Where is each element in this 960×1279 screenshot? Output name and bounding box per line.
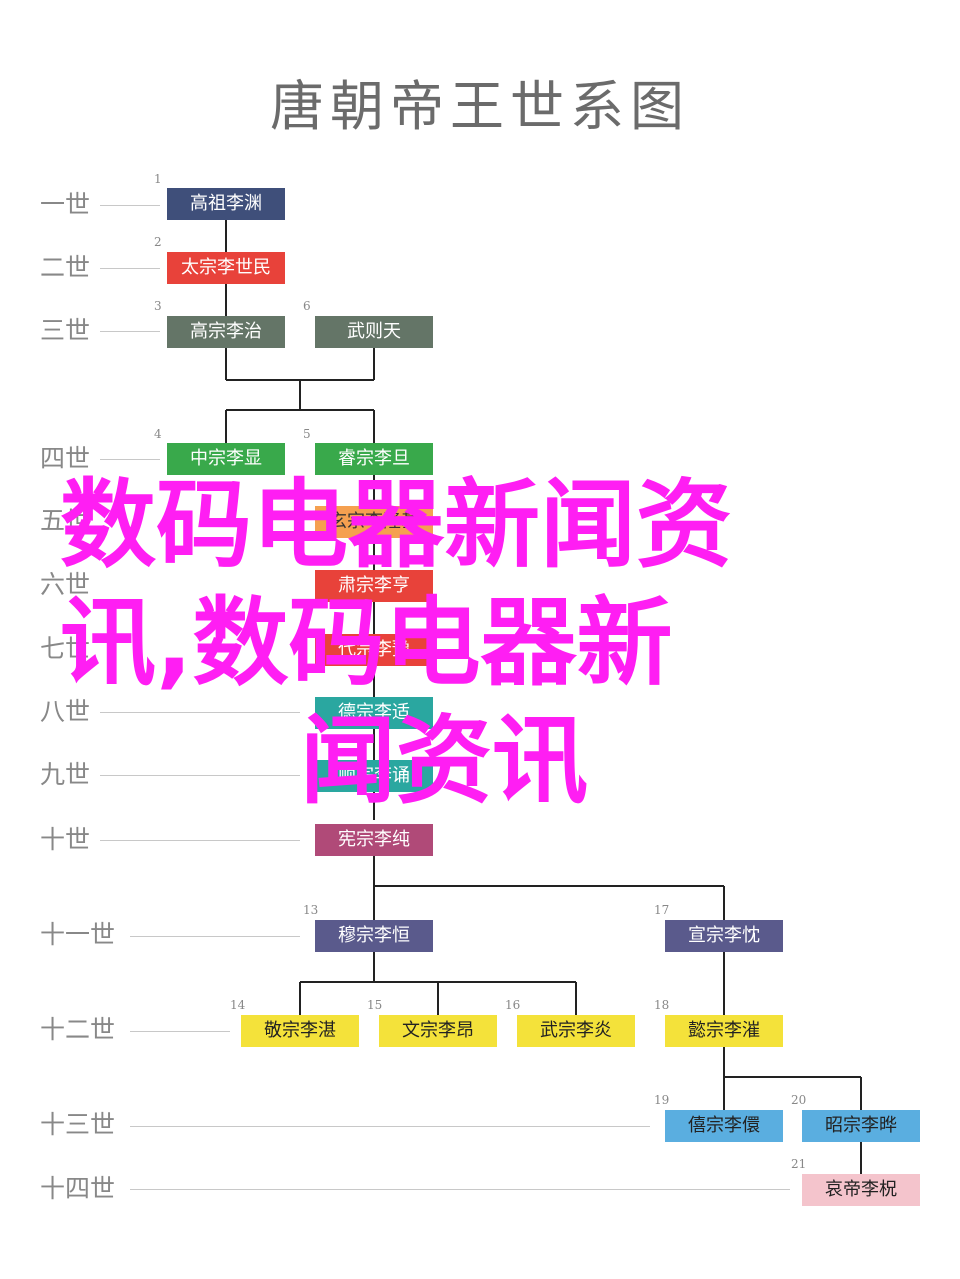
emperor-number: 1 <box>154 172 162 186</box>
emperor-number: 19 <box>654 1093 670 1107</box>
page-title: 唐朝帝王世系图 <box>270 75 690 138</box>
generation-line <box>130 936 300 937</box>
generation-label: 二世 <box>40 253 91 282</box>
emperor-box-wuzetian: 武则天 <box>315 316 433 348</box>
generation-line <box>100 459 160 460</box>
emperor-box-wenzong: 文宗李昂 <box>379 1015 497 1047</box>
emperor-box-shunzong: 顺宗李诵 <box>315 760 433 792</box>
emperor-number: 20 <box>791 1093 807 1107</box>
emperor-box-aidi: 哀帝李柷 <box>802 1174 920 1206</box>
emperor-number: 3 <box>154 299 162 313</box>
overlay-watermark-text: 数码电器新闻资 讯,数码电器新 闻资讯 <box>60 466 920 820</box>
overlay-line: 闻资讯 <box>300 705 588 817</box>
emperor-box-xizong: 僖宗李儇 <box>665 1110 783 1142</box>
emperor-box-yizong: 懿宗李漼 <box>665 1015 783 1047</box>
emperor-box-dezong: 德宗李适 <box>315 697 433 729</box>
emperor-number: 14 <box>230 998 246 1012</box>
generation-line <box>100 775 300 776</box>
emperor-number: 17 <box>654 903 670 917</box>
emperor-number: 16 <box>505 998 521 1012</box>
generation-label: 五世 <box>40 506 91 535</box>
generation-line <box>130 1031 230 1032</box>
emperor-box-wuzong: 武宗李炎 <box>517 1015 635 1047</box>
emperor-box-xianzong: 宪宗李纯 <box>315 824 433 856</box>
generation-label: 七世 <box>40 634 91 663</box>
generation-label: 十四世 <box>40 1174 116 1203</box>
emperor-box-taizong: 太宗李世民 <box>167 252 285 284</box>
generation-label: 九世 <box>40 760 91 789</box>
generation-line <box>100 268 160 269</box>
emperor-box-muzong: 穆宗李恒 <box>315 920 433 952</box>
emperor-number: 6 <box>303 299 311 313</box>
generation-line <box>100 712 300 713</box>
generation-label: 一世 <box>40 190 91 219</box>
generation-label: 三世 <box>40 316 91 345</box>
emperor-number: 13 <box>303 903 319 917</box>
emperor-number: 15 <box>367 998 383 1012</box>
emperor-box-zhaozong: 昭宗李晔 <box>802 1110 920 1142</box>
generation-label: 四世 <box>40 444 91 473</box>
overlay-line: 讯,数码电器新 <box>60 587 673 699</box>
emperor-box-suzong: 肃宗李亨 <box>315 570 433 602</box>
emperor-number: 21 <box>791 1157 807 1171</box>
emperor-box-zhongzong: 中宗李显 <box>167 443 285 475</box>
generation-label: 十世 <box>40 825 91 854</box>
generation-label: 十一世 <box>40 920 116 949</box>
emperor-number: 2 <box>154 235 162 249</box>
overlay-line: 数码电器新闻资 <box>60 469 732 581</box>
emperor-number: 5 <box>303 427 311 441</box>
emperor-box-ruizong: 睿宗李旦 <box>315 443 433 475</box>
emperor-number: 4 <box>154 427 162 441</box>
generation-line <box>130 1189 790 1190</box>
emperor-number: 18 <box>654 998 670 1012</box>
generation-line <box>100 205 160 206</box>
emperor-box-xuanzong: 玄宗李隆基 <box>315 506 433 538</box>
generation-label: 六世 <box>40 570 91 599</box>
generation-label: 八世 <box>40 697 91 726</box>
emperor-box-xuanzong-2: 宣宗李忱 <box>665 920 783 952</box>
emperor-box-gaozong: 高宗李治 <box>167 316 285 348</box>
generation-line <box>100 331 160 332</box>
emperor-box-daizong: 代宗李豫 <box>315 634 433 666</box>
generation-label: 十二世 <box>40 1015 116 1044</box>
generation-label: 十三世 <box>40 1110 116 1139</box>
emperor-box-gaozu: 高祖李渊 <box>167 188 285 220</box>
generation-line <box>100 840 300 841</box>
generation-line <box>130 1126 650 1127</box>
emperor-box-jingzong: 敬宗李湛 <box>241 1015 359 1047</box>
